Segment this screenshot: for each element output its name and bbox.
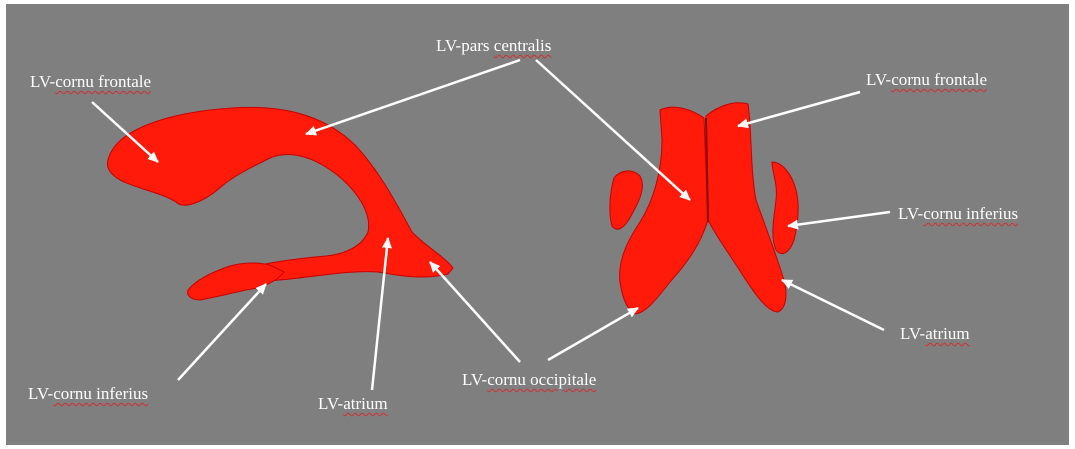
label-term: cornu frontale	[891, 70, 987, 89]
label-cornu-frontale-left: LV-cornu frontale	[30, 72, 151, 92]
label-term: cornu occipitale	[487, 370, 596, 389]
label-prefix: LV-	[866, 70, 891, 89]
label-prefix: LV-pars	[436, 36, 494, 55]
label-cornu-inferius-right: LV-cornu inferius	[898, 204, 1018, 224]
ventricle-posterior-view	[610, 103, 798, 314]
label-atrium-left: LV-atrium	[318, 394, 388, 414]
label-cornu-inferius-left: LV-cornu inferius	[28, 384, 148, 404]
lateral-inferior-horn-shape	[188, 263, 284, 300]
label-prefix: LV-	[898, 204, 923, 223]
arrow-frontale-right	[738, 92, 860, 126]
label-prefix: LV-	[900, 324, 925, 343]
label-cornu-occipitale: LV-cornu occipitale	[462, 370, 596, 390]
arrow-occipitale-left	[430, 262, 520, 362]
arrow-atrium-right	[782, 280, 884, 330]
label-prefix: LV-	[462, 370, 487, 389]
label-term: centralis	[494, 36, 552, 55]
label-cornu-frontale-right: LV-cornu frontale	[866, 70, 987, 90]
posterior-right-inferior-horn-shape	[772, 162, 798, 254]
arrow-inferius-right	[788, 212, 890, 226]
label-term: atrium	[925, 324, 969, 343]
ventricle-lateral-view	[108, 107, 454, 300]
label-atrium-right: LV-atrium	[900, 324, 970, 344]
label-pars-centralis: LV-pars centralis	[436, 36, 551, 56]
label-prefix: LV-	[30, 72, 55, 91]
posterior-left-inferior-horn-shape	[610, 171, 643, 229]
posterior-right-hemisphere-shape	[706, 103, 786, 312]
label-term: cornu inferius	[923, 204, 1018, 223]
label-term: atrium	[343, 394, 387, 413]
label-prefix: LV-	[28, 384, 53, 403]
arrow-centralis-left	[306, 60, 520, 134]
arrow-occipitale-right	[548, 308, 638, 360]
lateral-body-shape	[108, 107, 454, 281]
label-term: cornu frontale	[55, 72, 151, 91]
label-term: cornu inferius	[53, 384, 148, 403]
label-prefix: LV-	[318, 394, 343, 413]
